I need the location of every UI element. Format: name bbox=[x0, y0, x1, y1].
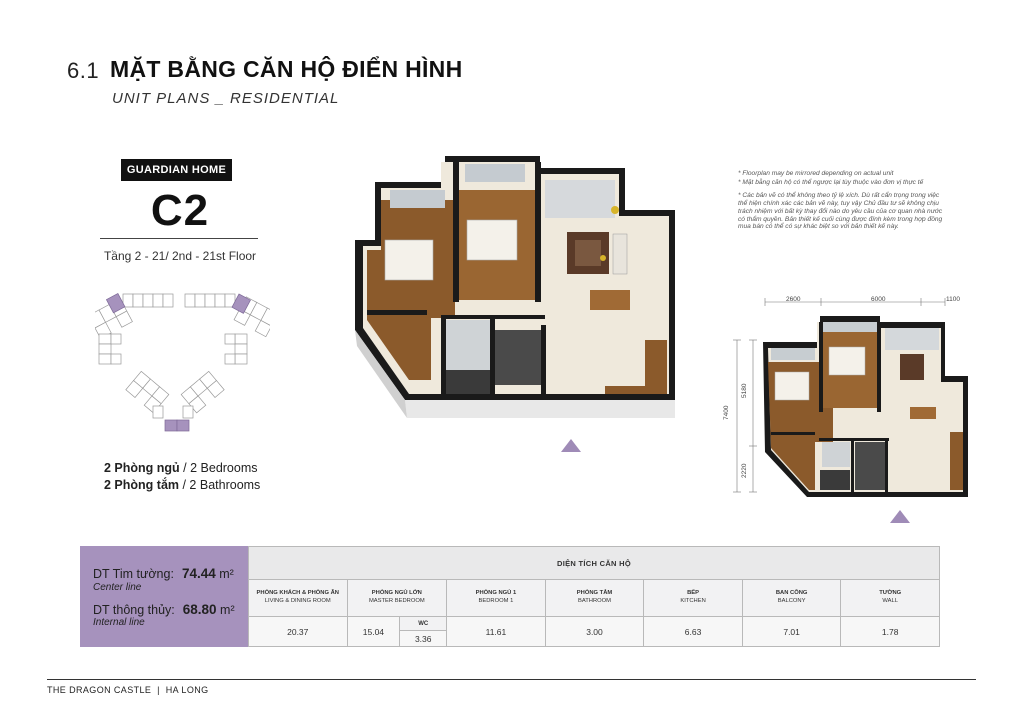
center-line-value: 74.44 bbox=[181, 566, 216, 581]
center-line-label: DT Tim tường: bbox=[93, 567, 174, 581]
footer-project: THE DRAGON CASTLE bbox=[47, 685, 152, 695]
unit-code: C2 bbox=[150, 186, 210, 235]
col-bedroom1-en: BEDROOM 1 bbox=[478, 598, 514, 604]
internal-line-unit: m² bbox=[220, 603, 235, 617]
col-bathroom-vi: PHÒNG TẮM bbox=[576, 590, 613, 597]
dim-left-total: 7400 bbox=[723, 405, 730, 420]
footer-location: HA LONG bbox=[165, 685, 209, 695]
note-mirrored-vi: * Mặt bằng căn hộ có thể ngược lại tùy t… bbox=[738, 178, 924, 186]
section-number: 6.1 bbox=[67, 58, 100, 83]
note-scale: * Các bản vẽ có thể không theo tỷ lệ xíc… bbox=[738, 191, 943, 231]
col-kitchen-en: KITCHEN bbox=[680, 598, 706, 604]
bedroom-count: 2 Phòng ngủ / 2 Bedrooms bbox=[104, 461, 258, 475]
value-bathroom: 3.00 bbox=[544, 616, 645, 647]
wc-label: WC bbox=[399, 616, 448, 631]
center-line-en: Center line bbox=[93, 582, 142, 593]
entrance-marker-2d bbox=[890, 510, 910, 523]
floor-plan-2d bbox=[733, 298, 968, 497]
unit-type-badge: GUARDIAN HOME bbox=[121, 159, 232, 181]
col-master-vi: PHÒNG NGỦ LỚN bbox=[371, 590, 422, 597]
dim-top-2: 6000 bbox=[871, 296, 886, 303]
disclaimer-notes: * Floorplan may be mirrored depending on… bbox=[738, 170, 948, 236]
footer: THE DRAGON CASTLE | HA LONG bbox=[47, 685, 209, 695]
internal-line-value: 68.80 bbox=[182, 602, 217, 617]
unit-divider bbox=[100, 238, 258, 239]
note-mirrored-en: * Floorplan may be mirrored depending on… bbox=[738, 170, 894, 177]
bedroom-count-vi: 2 Phòng ngủ bbox=[104, 461, 180, 475]
value-living: 20.37 bbox=[248, 616, 348, 647]
col-balcony-vi: BAN CÔNG bbox=[775, 590, 808, 597]
internal-line-en: Internal line bbox=[93, 617, 145, 628]
col-living-vi: PHÒNG KHÁCH & PHÒNG ĂN bbox=[256, 590, 339, 597]
dim-left-lower: 2220 bbox=[741, 463, 748, 478]
dim-top-1: 2600 bbox=[786, 296, 801, 303]
col-wall-vi: TƯỜNG bbox=[879, 590, 902, 597]
col-kitchen-vi: BẾP bbox=[687, 590, 700, 597]
internal-line-label: DT thông thủy: bbox=[93, 603, 175, 617]
area-summary-box bbox=[80, 546, 248, 647]
col-living-en: LIVING & DINING ROOM bbox=[264, 598, 331, 604]
key-plan-diagram bbox=[95, 293, 270, 432]
col-master-en: MASTER BEDROOM bbox=[368, 598, 425, 604]
col-balcony-en: BALCONY bbox=[777, 598, 806, 604]
bathroom-count-en: / 2 Bathrooms bbox=[179, 478, 261, 492]
value-wc: 3.36 bbox=[399, 630, 448, 647]
internal-line-area: DT thông thủy: 68.80 m² bbox=[93, 602, 235, 617]
value-kitchen: 6.63 bbox=[643, 616, 743, 647]
entrance-marker-3d bbox=[561, 439, 581, 452]
value-master-bedroom: 15.04 bbox=[346, 616, 401, 647]
area-table-title: DIỆN TÍCH CĂN HỘ bbox=[248, 546, 940, 580]
page-title: MẶT BẰNG CĂN HỘ ĐIỂN HÌNH bbox=[110, 56, 463, 82]
footer-separator: | bbox=[157, 685, 160, 695]
col-wall-en: WALL bbox=[882, 598, 898, 604]
page-subtitle: UNIT PLANS _ RESIDENTIAL bbox=[112, 90, 340, 107]
center-line-unit: m² bbox=[219, 567, 234, 581]
dim-top-3: 1100 bbox=[946, 296, 960, 303]
col-bathroom-en: BATHROOM bbox=[577, 598, 612, 604]
bathroom-count: 2 Phòng tắm / 2 Bathrooms bbox=[104, 478, 260, 492]
col-bedroom1-vi: PHÒNG NGỦ 1 bbox=[475, 590, 517, 597]
value-bedroom-1: 11.61 bbox=[446, 616, 546, 647]
bedroom-count-en: / 2 Bedrooms bbox=[179, 461, 258, 475]
bathroom-count-vi: 2 Phòng tắm bbox=[104, 478, 180, 492]
floor-range: Tầng 2 - 21/ 2nd - 21st Floor bbox=[103, 249, 257, 263]
footer-divider bbox=[47, 679, 976, 680]
center-line-area: DT Tim tường: 74.44 m² bbox=[93, 566, 234, 581]
value-balcony: 7.01 bbox=[741, 616, 842, 647]
value-wall: 1.78 bbox=[840, 616, 940, 647]
dim-left-upper: 5180 bbox=[741, 383, 748, 398]
floor-plan-3d bbox=[355, 156, 675, 418]
